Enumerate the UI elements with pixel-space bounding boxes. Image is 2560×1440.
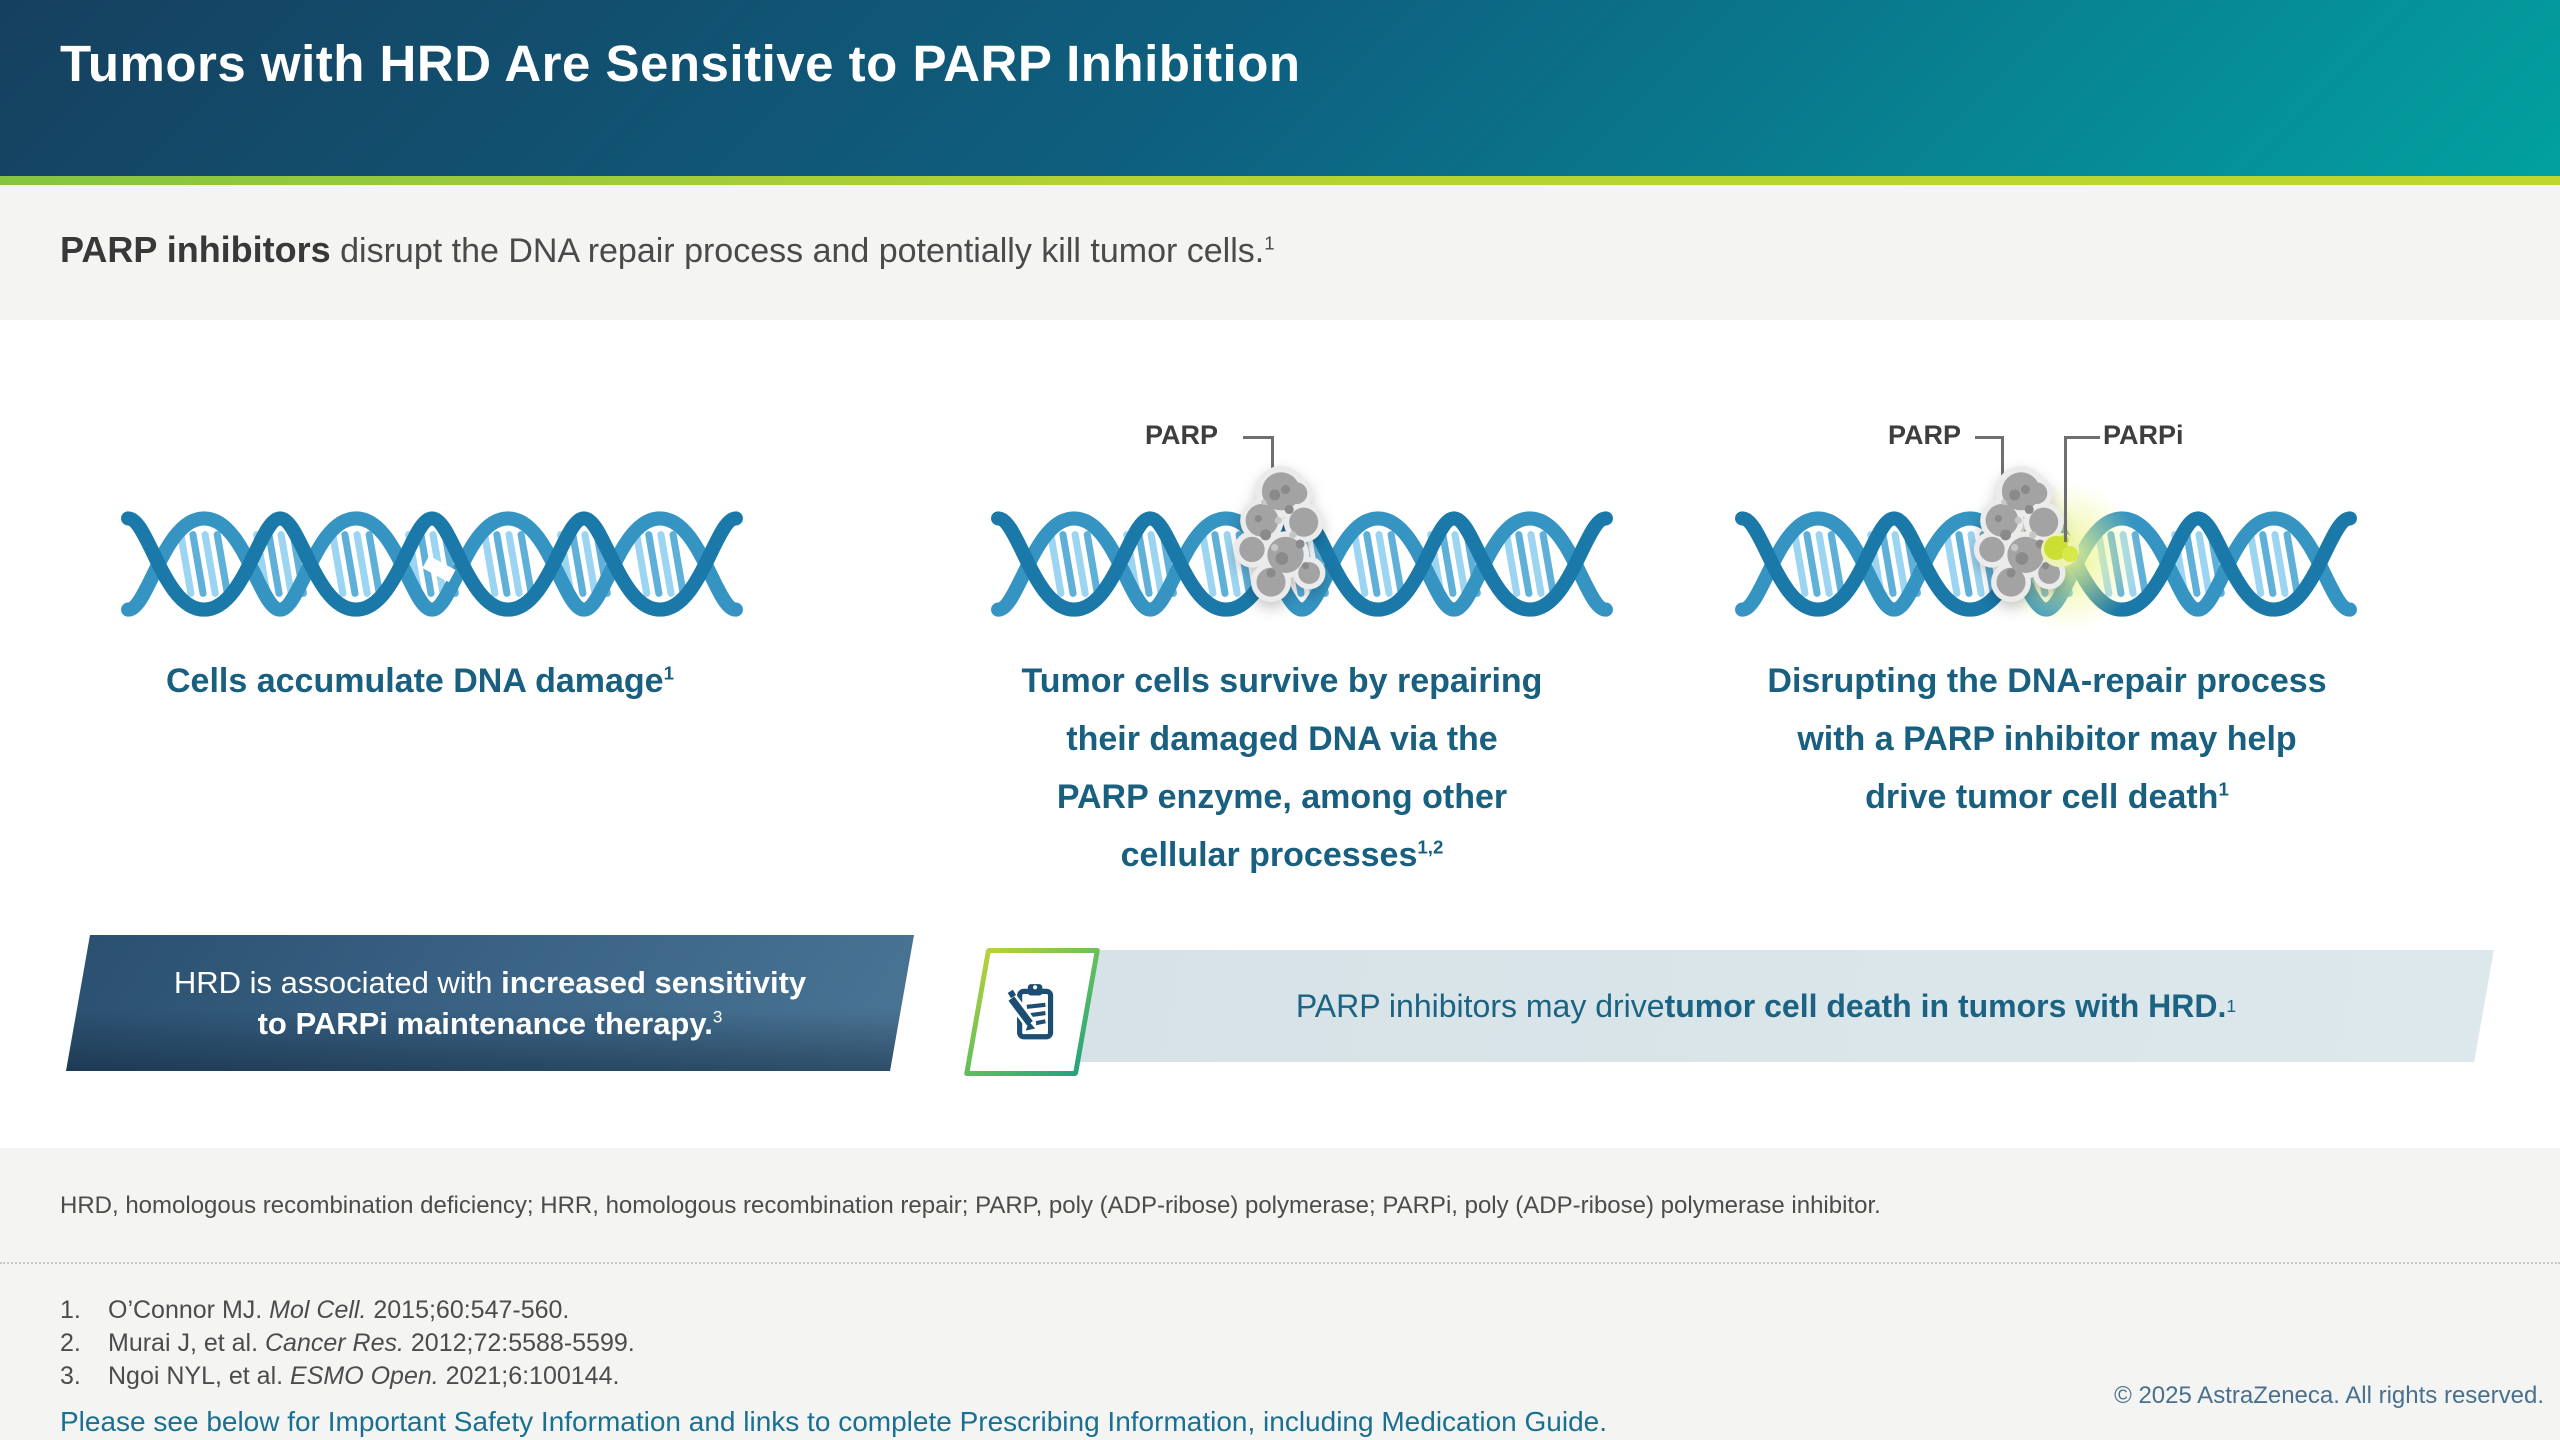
reference-item: 3. Ngoi NYL, et al. ESMO Open. 2021;6:10… — [60, 1362, 620, 1390]
parp-label: PARP — [1145, 420, 1219, 450]
banner-left-line1: HRD is associated with increased sensiti… — [173, 965, 807, 1000]
parp-connector-line — [2001, 436, 2004, 488]
parpi-connector-line — [2064, 436, 2100, 439]
caption-ref-mark: 1 — [663, 662, 674, 684]
reference-item: 2. Murai J, et al. Cancer Res. 2012;72:5… — [60, 1329, 635, 1357]
page-header: Tumors with HRD Are Sensitive to PARP In… — [0, 0, 2560, 176]
parp-label: PARP — [1888, 420, 1962, 450]
subtitle-band: PARP inhibitors disrupt the DNA repair p… — [0, 185, 2560, 320]
dotted-divider — [0, 1262, 2560, 1264]
page-title: Tumors with HRD Are Sensitive to PARP In… — [60, 35, 1301, 92]
banner-left-line2: to PARPi maintenance therapy.3 — [257, 1006, 723, 1041]
parp-enzyme-illustration — [1222, 455, 1340, 613]
parpi-label: PARPi — [2103, 420, 2184, 450]
abbreviations-footnote: HRD, homologous recombination deficiency… — [60, 1192, 1881, 1219]
subtitle-ref-mark: 1 — [1264, 232, 1275, 254]
subtitle: PARP inhibitors disrupt the DNA repair p… — [60, 229, 1275, 271]
parp-connector-line — [1975, 436, 2003, 439]
safety-information-note: Please see below for Important Safety In… — [60, 1406, 1608, 1437]
copyright-notice: © 2025 AstraZeneca. All rights reserved. — [2114, 1382, 2544, 1409]
clipboard-pencil-icon — [999, 979, 1065, 1045]
parpi-connector-line — [2064, 436, 2067, 542]
footer-band: HRD, homologous recombination deficiency… — [0, 1148, 2560, 1440]
parpi-molecule-illustration — [2040, 530, 2085, 570]
subtitle-lead: PARP inhibitors — [60, 229, 331, 270]
parp-connector-line — [1271, 436, 1274, 494]
caption-parpi-death: Disrupting the DNA-repair process with a… — [1767, 662, 2327, 816]
caption-dna-damage: Cells accumulate DNA damage1 — [166, 662, 674, 700]
clipboard-icon-tile — [963, 948, 1101, 1076]
hrd-sensitivity-banner: HRD is associated with increased sensiti… — [66, 935, 914, 1071]
parpi-tumor-death-banner: PARP inhibitors may drive tumor cell dea… — [1038, 950, 2494, 1062]
references-list: 1. O’Connor MJ. Mol Cell. 2015;60:547-56… — [60, 1294, 635, 1393]
accent-divider — [0, 176, 2560, 185]
parp-connector-line — [1243, 436, 1273, 439]
banner-ref-mark: 3 — [712, 1007, 723, 1027]
reference-item: 1. O’Connor MJ. Mol Cell. 2015;60:547-56… — [60, 1296, 570, 1324]
caption-ref-mark: 1,2 — [1417, 836, 1444, 858]
caption-ref-mark: 1 — [2218, 778, 2229, 800]
caption-parp-repair: Tumor cells survive by repairing their d… — [1021, 662, 1543, 874]
subtitle-rest: disrupt the DNA repair process and poten… — [330, 232, 1265, 270]
